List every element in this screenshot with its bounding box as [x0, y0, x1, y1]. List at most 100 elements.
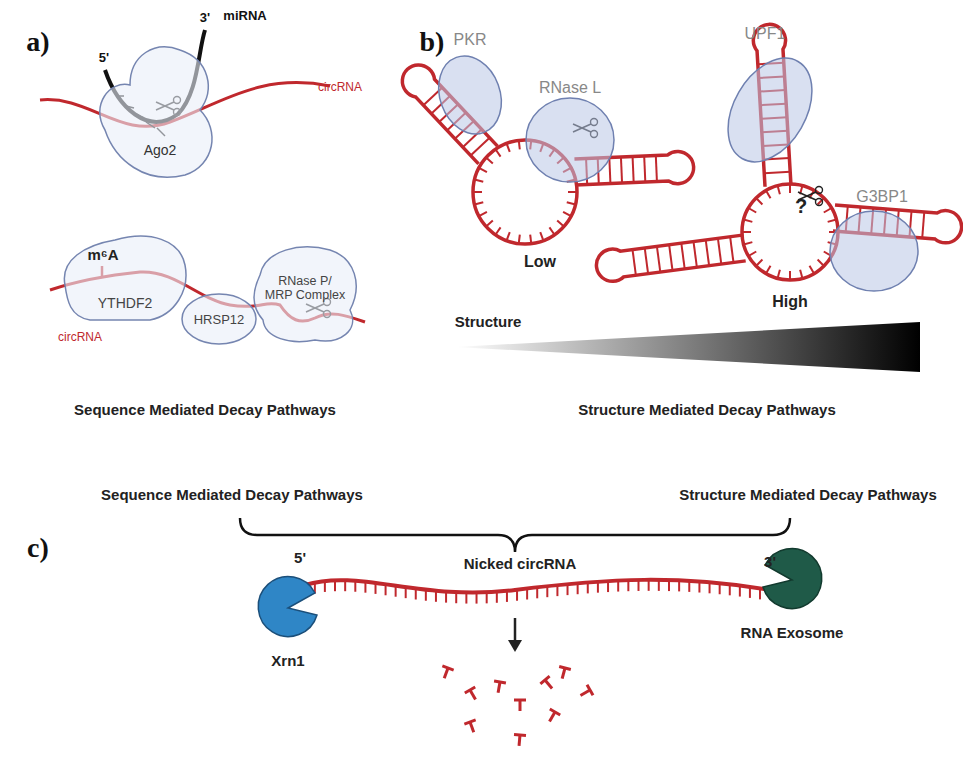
- base: [638, 580, 640, 591]
- base: [607, 581, 609, 592]
- base-pair: [644, 156, 645, 182]
- base: [496, 592, 498, 603]
- base: [789, 271, 791, 280]
- protein-node: PKR: [435, 30, 505, 140]
- rna-label: circRNA: [318, 81, 362, 95]
- base: [688, 581, 690, 592]
- base: [475, 180, 484, 182]
- base: [507, 232, 510, 240]
- base: [506, 591, 508, 602]
- protein-shape: [711, 44, 829, 177]
- fragment-stem: [518, 735, 522, 746]
- base: [729, 584, 731, 595]
- node-label: RNA Exosome: [741, 624, 844, 641]
- base: [778, 186, 780, 195]
- fragment-stem: [550, 712, 556, 722]
- fragment-stem: [444, 668, 448, 678]
- question-mark: ?: [795, 195, 807, 218]
- node-outline: [715, 22, 825, 172]
- protein-node: m⁶A YTHDF2: [55, 225, 190, 325]
- base: [828, 220, 837, 222]
- base-pair: [922, 212, 924, 238]
- base-pair: [621, 157, 622, 183]
- protein-node: UPF1: [715, 22, 825, 172]
- caption: Structure Mediated Decay Pathways: [679, 486, 937, 503]
- base: [563, 212, 571, 216]
- base: [766, 266, 771, 274]
- node-label: Ago2: [144, 142, 177, 158]
- protein-shape: [258, 577, 317, 637]
- base: [536, 587, 538, 598]
- base: [486, 221, 493, 227]
- base: [364, 582, 366, 593]
- node-label: RNase L: [539, 79, 601, 97]
- base: [435, 591, 437, 602]
- fragment: [540, 676, 556, 692]
- fragment: [544, 709, 560, 725]
- structure-label: High: [772, 293, 808, 311]
- base: [455, 592, 457, 603]
- end-label: 5': [99, 51, 109, 66]
- base-pair: [764, 172, 790, 174]
- node-label: m⁶A: [87, 246, 118, 263]
- fragment: [514, 700, 526, 711]
- bases: [315, 580, 760, 604]
- base-pair: [471, 138, 490, 156]
- base: [617, 581, 619, 592]
- base: [465, 593, 467, 604]
- protein-shape: [763, 549, 822, 609]
- base-pair: [633, 157, 634, 183]
- base: [495, 149, 500, 156]
- base: [557, 221, 564, 227]
- rna-label: circRNA: [58, 331, 102, 345]
- base: [824, 208, 832, 213]
- panel-label: b): [420, 26, 445, 58]
- base: [516, 590, 518, 601]
- fragment-stem: [519, 700, 522, 711]
- base: [445, 592, 447, 603]
- base: [627, 580, 629, 591]
- base: [778, 270, 780, 279]
- caption: Structure Mediated Decay Pathways: [578, 401, 836, 418]
- base: [800, 270, 802, 279]
- base: [549, 227, 554, 234]
- base: [748, 252, 756, 257]
- node-label: RNase P/ MRP Complex: [263, 274, 347, 303]
- handle: [816, 187, 823, 194]
- base: [568, 191, 577, 193]
- node-label: Xrn1: [271, 652, 304, 669]
- base: [739, 586, 741, 597]
- base: [476, 593, 478, 604]
- base: [567, 584, 569, 595]
- base: [749, 587, 751, 598]
- gradient-label: Structure: [455, 313, 522, 330]
- rna-label: Nicked circRNA: [464, 555, 577, 572]
- base: [766, 190, 771, 198]
- base-pair: [718, 238, 721, 264]
- base: [577, 583, 579, 594]
- base-pair: [706, 240, 709, 266]
- base: [486, 158, 493, 164]
- protein-node: RNA Exosome: [742, 545, 842, 645]
- protein-shape: [182, 294, 256, 344]
- node-label: YTHDF2: [98, 295, 152, 311]
- internal-loop: [742, 184, 838, 280]
- base: [507, 143, 510, 151]
- protein-shape: [830, 211, 918, 291]
- base-pair: [645, 248, 648, 274]
- base: [759, 588, 761, 599]
- panel-label: a): [26, 26, 49, 58]
- node-label: UPF1: [745, 25, 786, 43]
- base: [425, 590, 427, 601]
- base: [385, 584, 387, 595]
- base-pair: [633, 250, 636, 276]
- arrow-shaft: [514, 618, 517, 642]
- base: [597, 582, 599, 593]
- end-label: 3': [200, 11, 210, 26]
- base: [658, 580, 660, 591]
- arrow-head: [508, 640, 522, 652]
- base: [709, 582, 711, 593]
- base: [789, 184, 791, 193]
- fragment: [556, 666, 570, 680]
- fragment: [492, 681, 506, 694]
